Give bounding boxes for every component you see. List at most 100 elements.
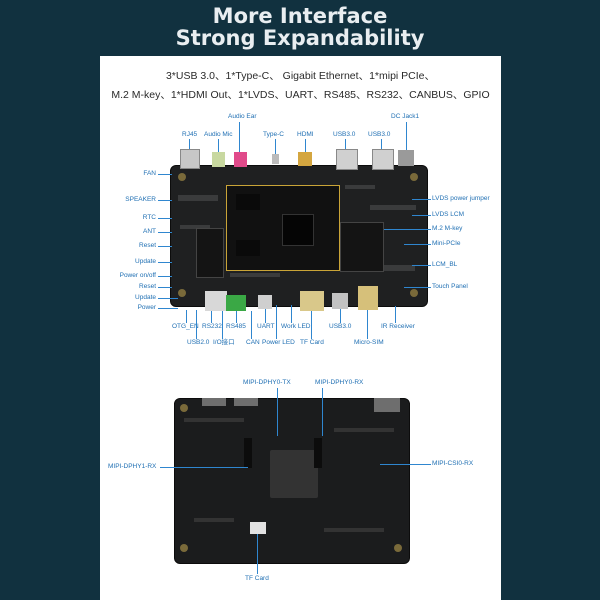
leader-m2-mkey xyxy=(384,229,431,230)
leader-hdmi xyxy=(305,139,306,152)
leader-can xyxy=(251,311,252,339)
leader-micro-sim xyxy=(367,310,368,339)
leader-rs232 xyxy=(211,311,212,323)
leader-lvds-lcm xyxy=(412,215,431,216)
usb3-port-b xyxy=(372,149,394,170)
can-terminal xyxy=(226,295,246,311)
leader-rtc xyxy=(158,218,172,219)
hdmi-port xyxy=(298,152,312,166)
leader-lcm-bl xyxy=(412,265,431,266)
leader-fan xyxy=(158,174,172,175)
label-m2-mkey: M.2 M-key xyxy=(432,225,463,232)
leader-reset-1 xyxy=(158,246,172,247)
label-touch-panel: Touch Panel xyxy=(432,283,468,290)
label-reset-1: Reset xyxy=(139,242,156,249)
label-speaker: SPEAKER xyxy=(125,196,156,203)
bottom-tf-card-slot xyxy=(250,522,266,534)
label-usb30-a: USB3.0 xyxy=(333,131,356,138)
headline-line-2: Strong Expandability xyxy=(175,26,425,50)
ram-chip-1 xyxy=(236,194,260,210)
headline-line-1: More Interface xyxy=(212,4,388,28)
leader-io xyxy=(222,311,223,339)
label-usb20: USB2.0 xyxy=(187,339,210,346)
label-type-c: Type-C xyxy=(263,131,284,138)
label-mipi-dphy1-rx: MIPI-DPHY1-RX xyxy=(108,463,157,470)
label-work-led: Work LED xyxy=(281,323,311,330)
label-micro-sim: Micro-SIM xyxy=(354,339,384,346)
leader-mipi-dphy1-rx xyxy=(160,467,248,468)
ram-chip-2 xyxy=(236,240,260,256)
board-bottom-texture xyxy=(180,398,402,552)
label-update-2: Update xyxy=(135,294,156,301)
label-otg-en: OTG_EN xyxy=(172,323,199,330)
leader-mipi-dphy0-tx xyxy=(277,388,278,436)
leader-ant xyxy=(158,232,172,233)
label-fan: FAN xyxy=(143,170,156,177)
audio-mic-jack xyxy=(212,152,225,167)
leader-usb30-b xyxy=(381,139,382,149)
leader-work-led xyxy=(291,305,292,323)
label-uart: UART xyxy=(257,323,275,330)
leader-dc-jack xyxy=(406,122,407,150)
typec-port xyxy=(272,154,279,164)
label-bottom-tf-card: TF Card xyxy=(245,575,269,582)
uart-header xyxy=(258,295,272,309)
leader-mipi-csi0-rx xyxy=(380,464,431,465)
label-rtc: RTC xyxy=(142,214,156,221)
label-power-onoff: Power on/off xyxy=(119,272,156,279)
leader-mipi-dphy0-rx xyxy=(322,388,323,436)
label-lvds-power-jumper: LVDS power jumper xyxy=(432,195,490,202)
label-update-1: Update xyxy=(135,258,156,265)
audio-ear-jack xyxy=(234,152,247,167)
dc-jack xyxy=(398,150,414,166)
leader-speaker xyxy=(158,200,172,201)
label-rj45: RJ45 xyxy=(182,131,198,138)
leader-touch-panel xyxy=(404,287,431,288)
leader-audio-mic xyxy=(218,139,219,152)
label-lvds-lcm: LVDS LCM xyxy=(432,211,465,218)
spec-line-2: M.2 M-key、1*HDMI Out、1*LVDS、UART、RS485、R… xyxy=(111,89,490,101)
label-dc-jack: DC Jack1 xyxy=(391,113,420,120)
leader-tf-card xyxy=(311,311,312,339)
leader-power-onoff xyxy=(158,276,172,277)
leader-power-led xyxy=(276,305,277,339)
leader-update-1 xyxy=(158,262,172,263)
micro-sim-slot xyxy=(358,286,378,310)
label-usb30-bottom: USB3.0 xyxy=(329,323,352,330)
leader-lvds-power-jumper xyxy=(412,199,431,200)
leader-update-2 xyxy=(158,298,178,299)
leader-otg-en xyxy=(186,310,187,323)
label-tf-card: TF Card xyxy=(300,339,324,346)
leader-usb20 xyxy=(196,310,197,339)
label-power: Power xyxy=(137,304,156,311)
label-usb30-b: USB3.0 xyxy=(368,131,391,138)
label-audio-ear: Audio Ear xyxy=(228,113,257,120)
leader-power xyxy=(158,308,178,309)
leader-bottom-tf-card xyxy=(257,534,258,574)
label-mipi-dphy0-rx: MIPI-DPHY0-RX xyxy=(315,379,364,386)
leader-mini-pcie xyxy=(404,244,431,245)
label-ant: ANT xyxy=(143,228,156,235)
board-top-texture xyxy=(178,173,418,297)
label-io: I/O接口 xyxy=(213,339,235,346)
label-mini-pcie: Mini-PCIe xyxy=(432,240,461,247)
label-power-led: Power LED xyxy=(262,339,295,346)
leader-uart xyxy=(265,309,266,323)
leader-reset-2 xyxy=(158,287,172,288)
minipcie-slot xyxy=(196,228,224,278)
tf-card-slot xyxy=(300,291,324,311)
label-hdmi: HDMI xyxy=(297,131,314,138)
leader-audio-ear xyxy=(239,122,240,152)
leader-usb30-bottom xyxy=(340,309,341,323)
usb3-port-bottom xyxy=(332,293,348,309)
leader-usb30-a xyxy=(345,139,346,149)
io-header xyxy=(205,291,227,311)
leader-rj45 xyxy=(189,139,190,149)
label-rs485: RS485 xyxy=(226,323,246,330)
leader-rs485 xyxy=(236,311,237,323)
label-ir-receiver: IR Receiver xyxy=(381,323,415,330)
label-can: CAN xyxy=(246,339,260,346)
spec-line-1: 3*USB 3.0、1*Type-C、 Gigabit Ethernet、1*m… xyxy=(165,70,436,82)
soc-chip xyxy=(282,214,314,246)
